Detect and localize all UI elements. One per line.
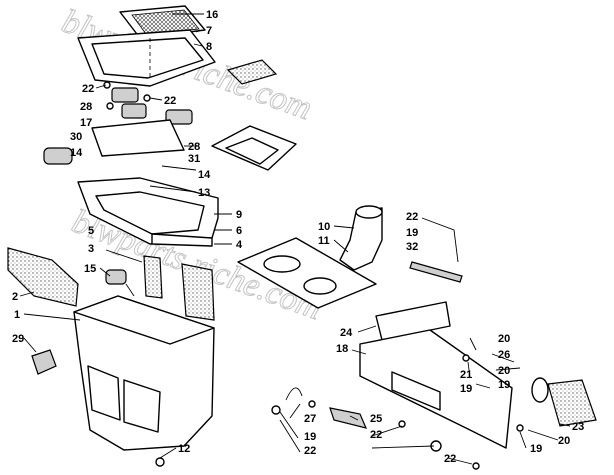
callout-20: 20 bbox=[558, 435, 570, 447]
callout-22: 22 bbox=[164, 95, 176, 107]
elbow-duct-part bbox=[339, 205, 383, 271]
callout-32: 32 bbox=[406, 241, 418, 253]
duct-part bbox=[211, 125, 297, 171]
callout-28: 28 bbox=[188, 141, 200, 153]
callout-22: 22 bbox=[304, 445, 316, 457]
solenoid-parts bbox=[91, 81, 193, 157]
rod-part bbox=[409, 261, 463, 283]
filter-frame-part bbox=[77, 29, 216, 87]
bracket-part bbox=[329, 407, 368, 429]
callout-1: 1 bbox=[14, 309, 20, 321]
callout-labels: 16 7 8 22 28 17 30 14 22 28 31 14 13 9 5… bbox=[12, 9, 584, 465]
callout-31: 31 bbox=[188, 153, 200, 165]
base-plate-part bbox=[77, 177, 219, 247]
end-filter-part bbox=[547, 379, 597, 427]
hardware-parts bbox=[271, 354, 524, 470]
callout-7: 7 bbox=[206, 25, 212, 37]
latch-part bbox=[31, 349, 57, 375]
callout-25: 25 bbox=[370, 413, 382, 425]
callout-18: 18 bbox=[336, 343, 348, 355]
foam-block-part bbox=[143, 255, 163, 299]
callout-19: 19 bbox=[460, 383, 472, 395]
callout-8: 8 bbox=[206, 41, 212, 53]
callout-30: 30 bbox=[70, 131, 82, 143]
callout-9: 9 bbox=[236, 209, 242, 221]
callout-26: 26 bbox=[498, 349, 510, 361]
callout-20: 20 bbox=[498, 365, 510, 377]
callout-19: 19 bbox=[304, 431, 316, 443]
callout-23: 23 bbox=[572, 421, 584, 433]
callout-24: 24 bbox=[340, 327, 353, 339]
callout-12: 12 bbox=[178, 443, 190, 455]
callout-4: 4 bbox=[236, 239, 243, 251]
callout-3: 3 bbox=[88, 243, 94, 255]
side-filter-part bbox=[7, 247, 79, 307]
callout-5: 5 bbox=[88, 225, 94, 237]
callout-19: 19 bbox=[530, 443, 542, 455]
gasket-plate-part bbox=[237, 237, 377, 309]
callout-15: 15 bbox=[84, 263, 96, 275]
foam-panel-part bbox=[181, 263, 215, 321]
callout-2: 2 bbox=[12, 291, 18, 303]
callout-22: 22 bbox=[370, 429, 382, 441]
filter-pad-part bbox=[226, 59, 278, 85]
callout-20: 20 bbox=[498, 333, 510, 345]
callout-22: 22 bbox=[406, 211, 418, 223]
callout-14: 14 bbox=[70, 147, 83, 159]
callout-17: 17 bbox=[80, 117, 92, 129]
leader-lines bbox=[19, 13, 571, 465]
callout-29: 29 bbox=[12, 333, 24, 345]
callout-22: 22 bbox=[444, 453, 456, 465]
callout-19: 19 bbox=[406, 227, 418, 239]
callout-28: 28 bbox=[80, 101, 92, 113]
callout-16: 16 bbox=[206, 9, 218, 21]
sensor-part bbox=[105, 269, 135, 297]
callout-10: 10 bbox=[318, 221, 330, 233]
callout-27: 27 bbox=[304, 413, 316, 425]
callout-19: 19 bbox=[498, 379, 510, 391]
callout-21: 21 bbox=[460, 369, 472, 381]
callout-11: 11 bbox=[318, 235, 330, 247]
boot-part bbox=[531, 377, 549, 403]
silencer-part bbox=[359, 301, 513, 449]
pad-part bbox=[43, 147, 73, 165]
callout-6: 6 bbox=[236, 225, 242, 237]
spring-part bbox=[285, 387, 303, 401]
airbox-part bbox=[73, 295, 215, 467]
callout-13: 13 bbox=[198, 187, 210, 199]
callout-14: 14 bbox=[198, 169, 211, 181]
callout-22: 22 bbox=[82, 83, 94, 95]
